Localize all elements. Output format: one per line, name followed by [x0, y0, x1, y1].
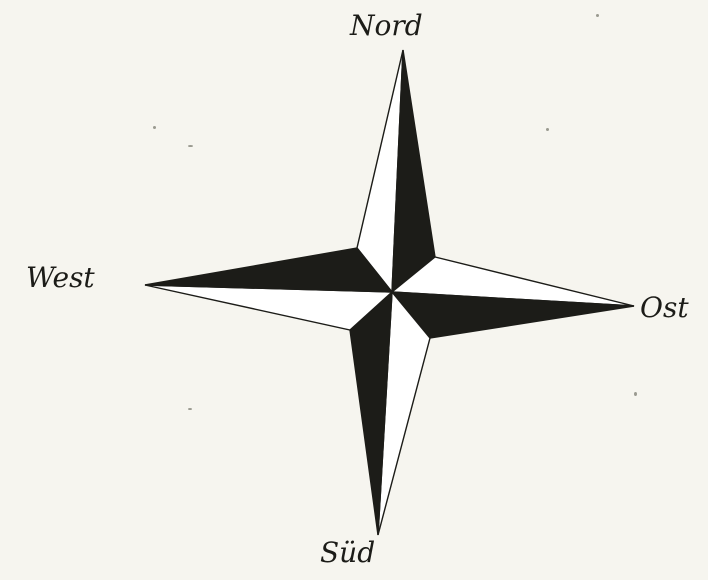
west-arm-light-face: [145, 285, 392, 330]
paper-speck: [634, 392, 637, 396]
paper-speck: [188, 145, 193, 147]
north-label: Nord: [350, 12, 423, 40]
paper-speck: [188, 408, 192, 410]
east-label: Ost: [640, 294, 689, 322]
paper-speck: [153, 126, 156, 129]
south-label: Süd: [320, 539, 375, 567]
west-label: West: [26, 264, 95, 292]
west-arm-dark-face: [145, 248, 392, 292]
paper-speck: [596, 14, 599, 17]
paper-speck: [546, 128, 549, 131]
